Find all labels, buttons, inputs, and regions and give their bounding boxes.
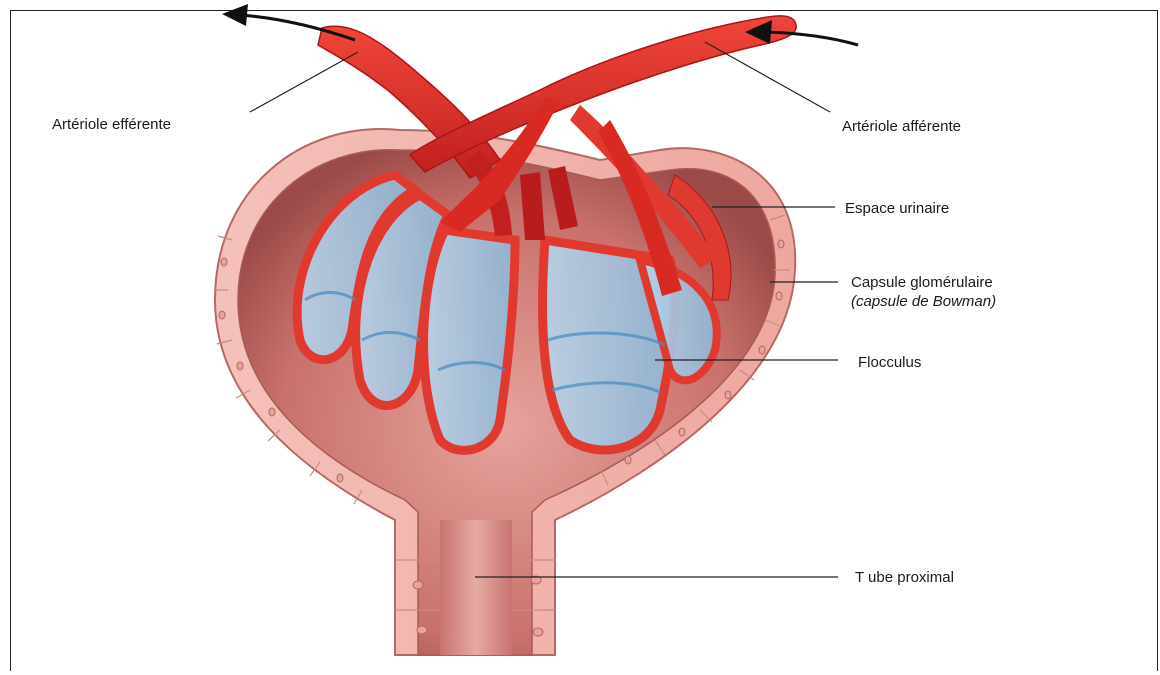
label-glomerular-capsule: Capsule glomérulaire bbox=[851, 274, 993, 291]
label-flocculus: Flocculus bbox=[858, 354, 921, 371]
label-bowman-capsule: (capsule de Bowman) bbox=[851, 293, 996, 310]
label-proximal-tube: T ube proximal bbox=[855, 569, 954, 586]
efferent-arrowhead bbox=[222, 4, 248, 26]
label-urinary-space: Espace urinaire bbox=[845, 200, 949, 217]
label-efferent-arteriole: Artériole efférente bbox=[52, 116, 171, 133]
label-afferent-arteriole: Artériole afférente bbox=[842, 118, 961, 135]
